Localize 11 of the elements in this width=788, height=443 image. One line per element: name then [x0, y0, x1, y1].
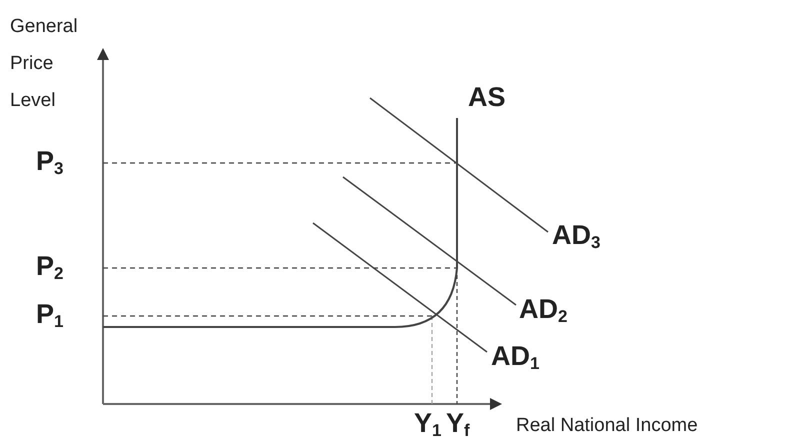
axis-value-label: P$_{3}$ [36, 148, 64, 177]
axis-value-label: P$_{2}$ [36, 253, 64, 282]
axis-value-label: Y$_{f}$ [446, 410, 470, 439]
curve-label: AD$_{1}$ [491, 343, 540, 372]
axis-title: Real National Income [516, 416, 698, 435]
axis-title: General Price Level [10, 15, 79, 114]
curve-label: AD$_{2}$ [519, 296, 568, 325]
curve-label: AD$_{3}$ [552, 222, 600, 251]
curve-label: AS [468, 84, 506, 111]
axis-value-label: Y$_{1}$ [414, 410, 442, 439]
axis-value-label: P$_{1}$ [36, 301, 64, 330]
